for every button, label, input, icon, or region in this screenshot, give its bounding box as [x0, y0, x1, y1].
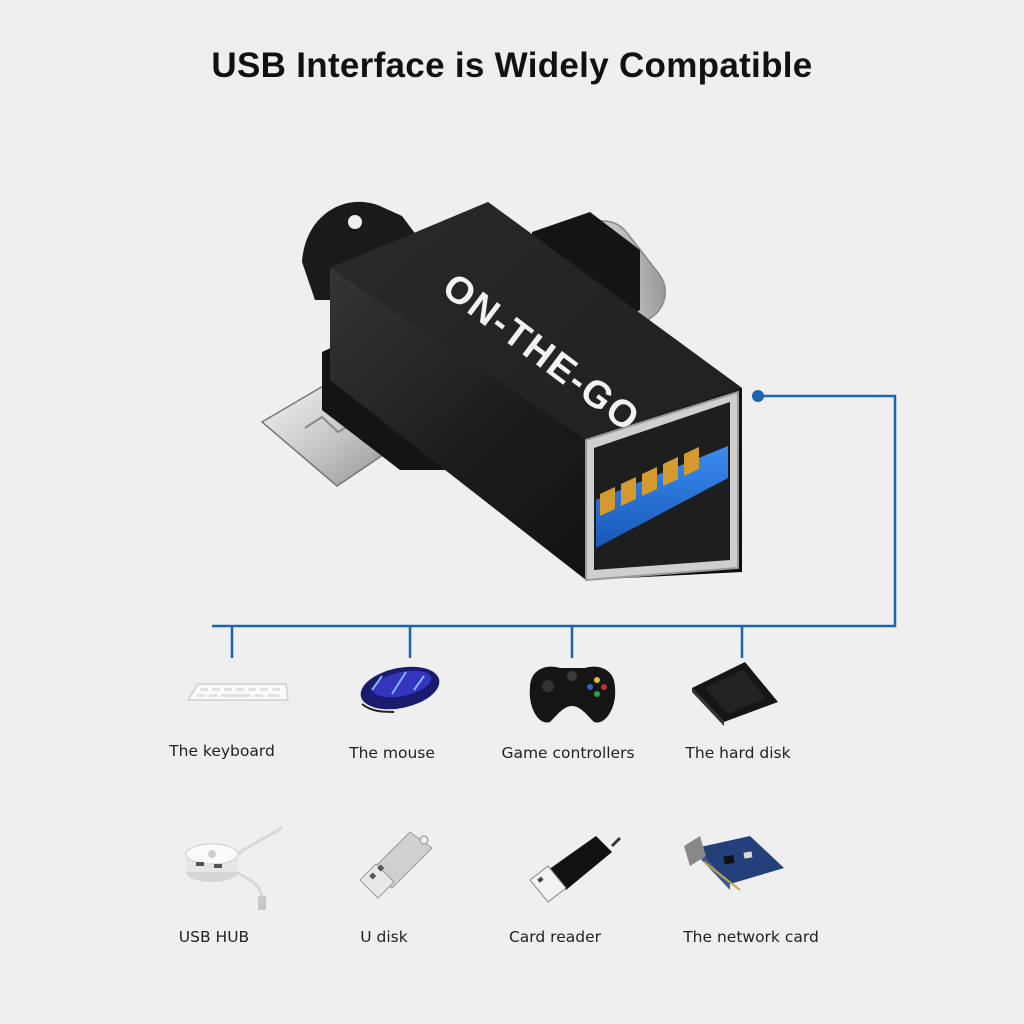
device-label-usb-hub: USB HUB	[178, 928, 250, 946]
device-label-game-controllers: Game controllers	[501, 744, 635, 762]
device-label-card-reader: Card reader	[508, 928, 601, 946]
card-reader-icon	[529, 836, 622, 903]
lanyard-hole	[348, 215, 362, 229]
connector-dot	[752, 390, 764, 402]
otg-adapter: ON-THE-GO	[260, 201, 742, 582]
page-title: USB Interface is Widely Compatible	[211, 46, 813, 85]
usb-hub-icon	[185, 826, 283, 910]
main-connector-line	[212, 394, 897, 628]
device-label-mouse: The mouse	[349, 744, 435, 762]
mouse-icon	[360, 666, 440, 713]
usb-a-port	[585, 390, 739, 582]
connector-lines	[212, 394, 897, 658]
hard-disk-icon	[692, 662, 778, 726]
u-disk-icon	[359, 831, 433, 899]
game-controller-icon	[529, 666, 616, 723]
device-label-network-card: The network card	[683, 928, 819, 946]
device-label-u-disk: U disk	[360, 928, 408, 946]
keyboard-icon	[186, 683, 289, 701]
device-label-hard-disk: The hard disk	[685, 744, 791, 762]
network-card-icon	[684, 836, 784, 891]
device-label-keyboard: The keyboard	[169, 742, 275, 760]
